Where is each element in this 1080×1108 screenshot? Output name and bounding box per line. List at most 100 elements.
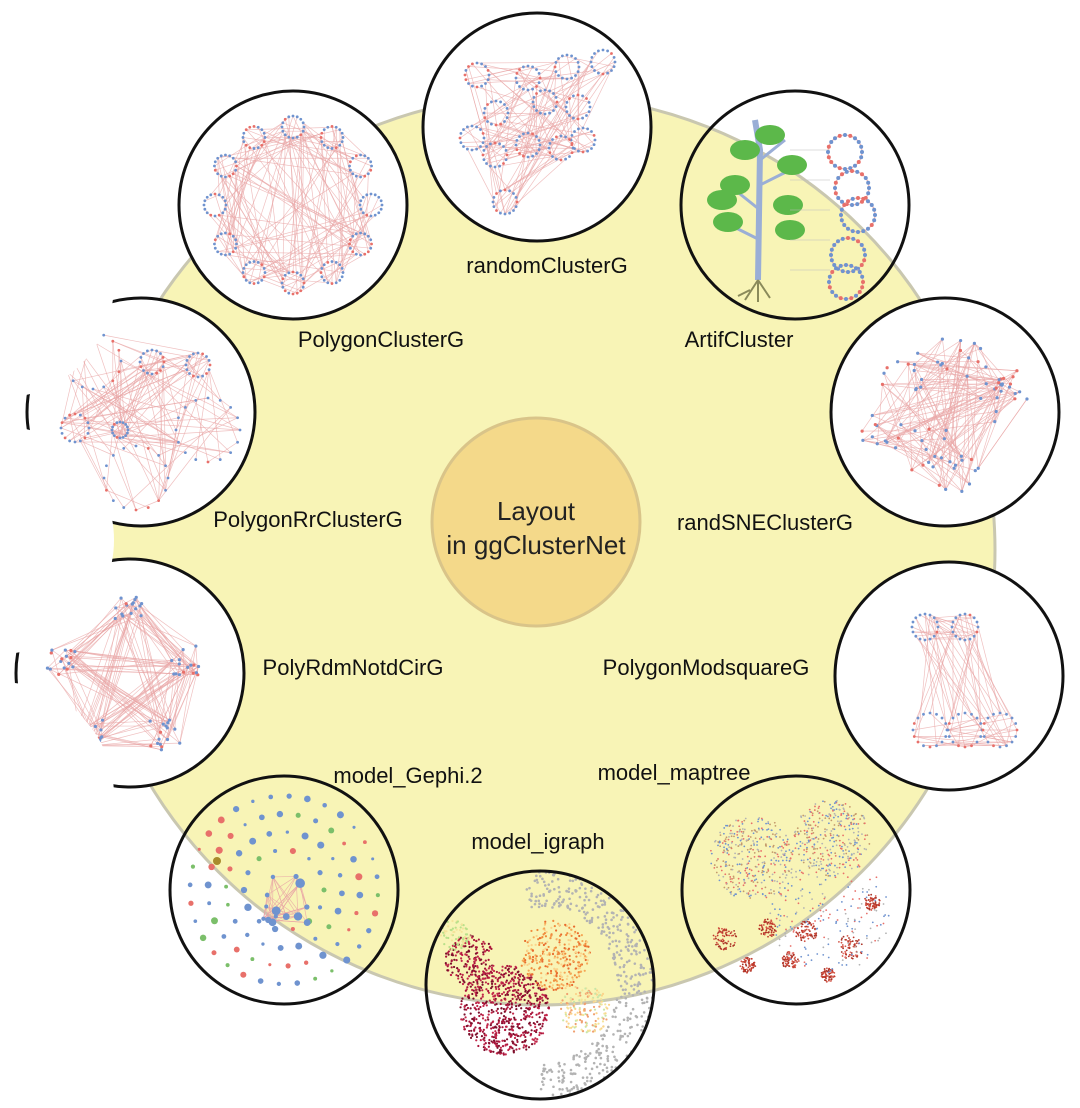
node: [611, 940, 614, 943]
node: [834, 854, 837, 857]
node: [532, 1038, 536, 1041]
node: [517, 996, 520, 999]
node: [542, 1077, 546, 1080]
node: [208, 363, 212, 367]
node: [968, 637, 972, 641]
node: [799, 889, 802, 892]
node: [469, 1021, 473, 1025]
node: [857, 270, 862, 275]
node: [468, 942, 471, 946]
node: [920, 438, 924, 443]
node: [838, 263, 843, 268]
node: [724, 865, 727, 867]
node: [551, 1093, 555, 1097]
node: [341, 271, 345, 274]
node: [732, 825, 734, 827]
node: [726, 824, 729, 827]
node: [544, 995, 547, 998]
node: [511, 1029, 515, 1032]
node: [351, 156, 355, 160]
node: [578, 1006, 581, 1010]
node: [170, 658, 174, 663]
node: [575, 1084, 578, 1087]
node: [742, 890, 745, 893]
node: [370, 164, 373, 168]
node: [586, 962, 589, 965]
node: [601, 48, 605, 52]
node: [505, 1025, 508, 1028]
node: [467, 996, 471, 999]
edge: [281, 233, 365, 284]
node: [826, 849, 829, 852]
node: [866, 906, 868, 909]
node: [487, 1018, 490, 1021]
node: [866, 953, 869, 956]
node: [730, 934, 733, 937]
node: [568, 114, 571, 117]
node: [818, 883, 821, 886]
node: [535, 959, 538, 962]
edge: [898, 437, 946, 490]
edge: [66, 655, 151, 722]
node: [465, 1003, 468, 1007]
node: [557, 1079, 561, 1083]
node: [244, 128, 248, 132]
edge: [976, 631, 982, 724]
node: [750, 967, 753, 970]
node: [295, 135, 299, 139]
node: [562, 898, 565, 901]
node: [445, 963, 448, 966]
edge: [272, 906, 308, 923]
edge: [352, 176, 357, 237]
node: [547, 1006, 550, 1010]
node: [185, 359, 189, 362]
node: [787, 952, 790, 954]
node: [216, 250, 220, 254]
node: [849, 857, 852, 859]
node: [73, 650, 77, 654]
node: [865, 904, 868, 907]
node: [317, 905, 323, 910]
node: [533, 879, 537, 883]
node: [632, 926, 635, 929]
node: [746, 875, 749, 878]
node: [506, 993, 510, 996]
node: [497, 1040, 500, 1043]
node: [779, 915, 782, 917]
edge: [944, 376, 968, 439]
node: [366, 928, 372, 934]
node: [343, 956, 351, 964]
node: [512, 1032, 515, 1036]
node: [856, 851, 859, 854]
node: [379, 207, 383, 211]
node: [802, 872, 804, 875]
node: [474, 956, 477, 959]
node: [997, 381, 1001, 385]
edge: [64, 357, 164, 439]
node: [761, 928, 764, 931]
node: [554, 946, 557, 949]
node: [570, 76, 573, 80]
node: [847, 942, 850, 945]
edge: [327, 147, 372, 167]
node: [729, 943, 732, 945]
node: [538, 1001, 542, 1004]
node: [505, 153, 509, 157]
node: [764, 931, 767, 934]
node: [797, 960, 800, 962]
node: [213, 246, 217, 250]
node: [584, 942, 587, 945]
node: [548, 142, 552, 145]
node: [506, 111, 510, 115]
node: [729, 932, 732, 935]
node: [626, 1016, 630, 1020]
node: [450, 966, 453, 969]
node: [347, 928, 351, 932]
node: [530, 967, 533, 970]
node: [806, 846, 808, 849]
panel-background: [0, 682, 114, 910]
node: [773, 928, 776, 931]
node: [628, 959, 631, 962]
node: [508, 211, 511, 215]
node: [617, 978, 620, 982]
